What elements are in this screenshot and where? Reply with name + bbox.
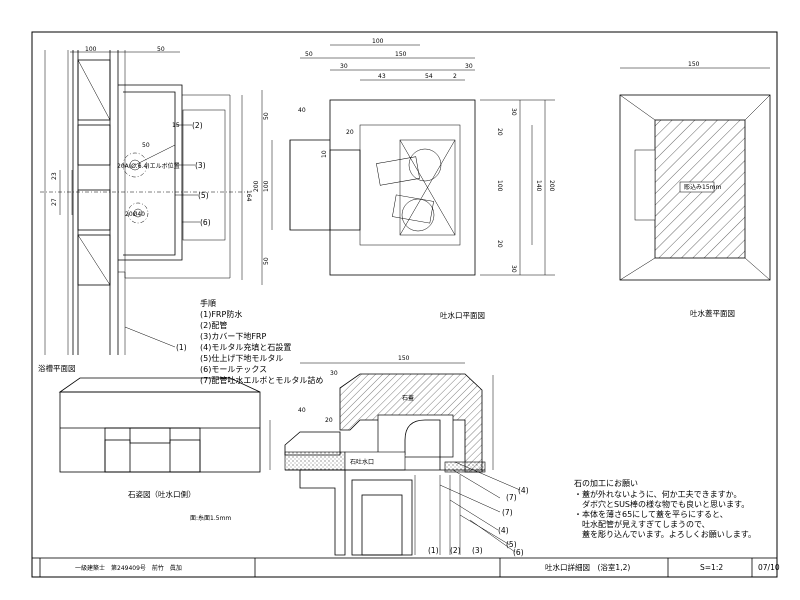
dim-sec-150: 150 [398,355,410,362]
request-line-1: ・蓋が外れないように、何か工夫できますか。 [574,489,741,499]
step-6: (6)モールテックス [200,365,267,374]
dim-spout-20r2: 20 [496,240,503,248]
dim-sec-40: 40 [298,407,306,414]
dim-bath-164: 164 [245,190,252,202]
spout-plan [261,44,555,285]
dim-spout-50v2: 50 [263,257,270,265]
step-1: (1)FRP防水 [200,309,242,319]
dim-spout-50: 50 [305,51,313,58]
sec-callout-4b: (4) [498,526,509,535]
dim-sec-20: 20 [325,417,333,424]
dim-spout-40: 40 [298,107,306,114]
sec-callout-5: (5) [506,540,517,549]
dim-spout-50v: 50 [263,112,270,120]
request-line-4: 吐水配管が見えすぎてしまうので、 [574,519,710,529]
callout-2: (2) [192,121,203,130]
dim-bath-23: 23 [51,172,58,180]
dim-bath-15: 15 [172,122,180,129]
spout-section [269,362,521,556]
sec-callout-4a: (4) [518,486,529,495]
request-line-3: ・本体を薄さ65にして蓋を平らにすると、 [574,509,728,519]
elbow-label: 20A(Ø.6.4)エルボ位置 [117,162,180,170]
pipe-label: 20Ø40 [125,211,145,218]
request-heading: 石の加工にお願い [574,478,638,488]
callout-3: (3) [195,161,206,170]
sec-callout-6: (6) [513,548,524,557]
dim-bath-50b: 50 [142,142,150,149]
procedure-notes: 手順 (1)FRP防水 (2)配管 (3)カバー下地FRP (4)モルタル充填と… [200,298,323,385]
office-license: 一級建築士 第249409号 前竹 眞加 [75,564,182,572]
procedure-heading: 手順 [200,298,216,308]
stone-elev-title: 石姿図（吐水口側） [128,489,196,499]
title-block [31,557,778,578]
request-line-5: 蓋を彫り込んでいます。よろしくお願いします。 [574,529,756,539]
dim-spout-100: 100 [372,38,384,45]
dim-spout-200: 200 [253,180,260,192]
bath-plan [40,50,245,355]
spout-stone-label: 石吐水口 [350,458,374,466]
cover-plan-title: 吐水蓋平面図 [690,308,735,318]
callout-1: (1) [176,343,187,352]
dim-spout-20r1: 20 [496,128,503,136]
sec-callout-3: (3) [472,546,483,555]
dim-spout-10: 10 [321,150,328,158]
step-5: (5)仕上げ下地モルタル [200,353,283,363]
dim-spout-140: 140 [535,180,542,192]
dim-spout-100v: 100 [263,180,270,192]
step-7: (7)配管吐水エルボとモルタル詰め [200,375,323,385]
stone-elevation [58,377,261,473]
drawing-title: 吐水口詳細図 (浴室1,2) [545,562,630,572]
dim-spout-30b: 30 [465,63,473,70]
dim-spout-20a: 20 [346,129,354,136]
cover-plan [619,67,771,281]
step-3: (3)カバー下地FRP [200,331,266,341]
dim-spout-54: 54 [425,73,433,80]
stone-request-note: 石の加工にお願い ・蓋が外れないように、何か工夫できますか。 ダボ穴とSUS棒の… [574,478,756,539]
sec-callout-1: (1) [428,546,439,555]
dim-spout-30a: 30 [340,63,348,70]
chamfer-note: 面:糸面1.5mm [190,514,231,522]
dim-spout-30r1: 30 [510,108,517,116]
spout-plan-title: 吐水口平面図 [440,310,485,320]
sec-callout-7a: (7) [506,493,517,502]
dim-spout-150: 150 [395,51,407,58]
callout-5: (5) [198,191,209,200]
dim-cover-150: 150 [688,61,700,68]
sec-callout-2: (2) [450,546,461,555]
bath-plan-title: 浴槽平面図 [38,363,76,373]
callout-6: (6) [200,218,211,227]
step-2: (2)配管 [200,320,227,330]
dim-spout-30r2: 30 [510,265,517,273]
dim-bath-100: 100 [85,46,97,53]
engrave-label: 彫込み15mm [684,183,721,191]
request-line-2: ダボ穴とSUS棒の様な物でも良いと思います。 [574,499,749,509]
dim-spout-2: 2 [453,73,457,80]
page-number: 07/10 [758,563,780,572]
lid-label: 石蓋 [402,394,414,402]
dim-spout-200r: 200 [548,180,555,192]
sec-callout-7b: (7) [502,508,513,517]
dim-bath-27: 27 [51,198,58,206]
dim-spout-100r: 100 [496,180,503,192]
dim-sec-30a: 30 [330,370,338,377]
step-4: (4)モルタル充填と石設置 [200,342,291,352]
dim-bath-50: 50 [157,46,165,53]
dim-spout-43: 43 [378,73,386,80]
drawing-scale: S=1:2 [700,563,723,572]
